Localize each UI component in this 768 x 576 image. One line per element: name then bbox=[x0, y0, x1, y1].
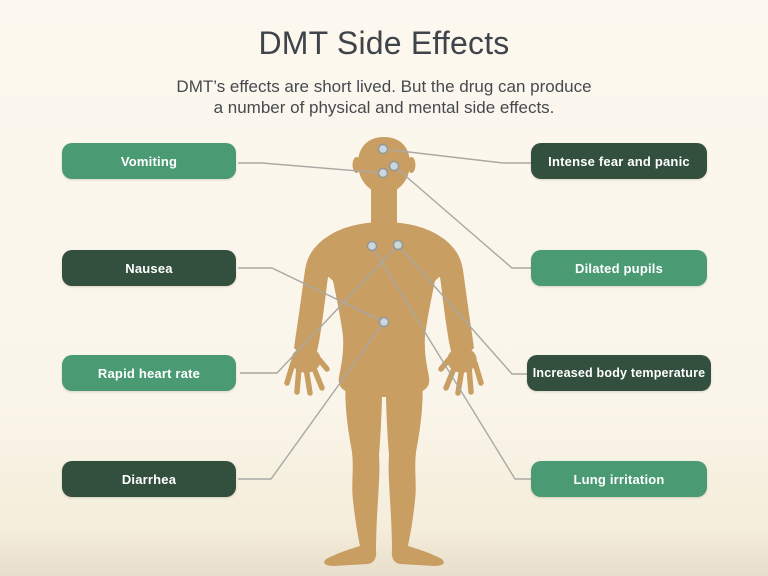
figure-arm-left bbox=[294, 240, 330, 357]
marker-mouth bbox=[377, 167, 389, 179]
connector-lung-irritation bbox=[371, 245, 533, 480]
subtitle-line-2: a number of physical and mental side eff… bbox=[213, 98, 555, 117]
effect-label-increased-body-temperature: Increased body temperature bbox=[527, 355, 711, 391]
connector-nausea bbox=[238, 267, 385, 323]
marker-heart bbox=[392, 239, 404, 251]
marker-right-lung bbox=[366, 240, 378, 252]
effect-label-intense-fear-and-panic: Intense fear and panic bbox=[531, 143, 707, 179]
body-point-markers bbox=[366, 143, 404, 328]
marker-eye bbox=[388, 160, 400, 172]
figure-neck bbox=[371, 184, 397, 228]
effect-label-diarrhea: Diarrhea bbox=[62, 461, 236, 497]
connector-intense-fear-and-panic bbox=[382, 148, 533, 164]
connector-vomiting bbox=[238, 162, 384, 174]
connector-diarrhea bbox=[238, 321, 385, 480]
figure-arm-right bbox=[438, 240, 474, 357]
figure-ear-right bbox=[407, 157, 416, 173]
subtitle-line-1: DMT’s effects are short lived. But the d… bbox=[176, 77, 592, 96]
effect-label-lung-irritation: Lung irritation bbox=[531, 461, 707, 497]
effect-label-vomiting: Vomiting bbox=[62, 143, 236, 179]
connector-increased-body-temperature bbox=[397, 244, 529, 375]
figure-leg-right bbox=[385, 362, 444, 566]
body-silhouette bbox=[287, 137, 484, 566]
connector-lines bbox=[238, 148, 533, 480]
connector-rapid-heart-rate bbox=[240, 244, 399, 374]
marker-stomach bbox=[378, 316, 390, 328]
figure-ear-left bbox=[352, 157, 361, 173]
effect-label-rapid-heart-rate: Rapid heart rate bbox=[62, 355, 236, 391]
figure-torso bbox=[309, 222, 459, 397]
marker-head-top bbox=[377, 143, 389, 155]
figure-hand-right bbox=[438, 347, 484, 396]
effect-label-nausea: Nausea bbox=[62, 250, 236, 286]
page-subtitle: DMT’s effects are short lived. But the d… bbox=[0, 76, 768, 118]
effect-label-dilated-pupils: Dilated pupils bbox=[531, 250, 707, 286]
page-title: DMT Side Effects bbox=[258, 25, 510, 61]
connector-dilated-pupils bbox=[393, 165, 533, 269]
